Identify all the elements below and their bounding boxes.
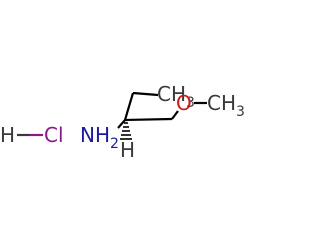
bond-stereocenter-to-ch2o bbox=[124, 117, 173, 122]
hcl-cl-atom: Cl bbox=[44, 123, 64, 147]
bond-ch2-to-stereocenter bbox=[123, 92, 135, 121]
stereo-h-atom: H bbox=[120, 138, 135, 162]
methoxy-methyl-label: CH3 bbox=[207, 91, 245, 120]
amine-nh-text: NH bbox=[80, 123, 110, 147]
hcl-h-atom: H bbox=[0, 123, 15, 147]
amine-group: NH2 bbox=[80, 123, 119, 152]
ether-oxygen-atom: O bbox=[176, 91, 192, 115]
ethyl-methyl-text: CH bbox=[157, 82, 186, 106]
chemical-structure: H Cl NH2 H CH3 O bbox=[0, 82, 245, 162]
methoxy-methyl-subscript: 3 bbox=[236, 104, 245, 120]
ethyl-methyl-subscript: 3 bbox=[186, 95, 195, 111]
amine-subscript: 2 bbox=[110, 136, 119, 152]
amine-label: NH2 bbox=[80, 123, 119, 152]
bond-stereocenter-to-n bbox=[117, 119, 126, 129]
hashed-wedge-bond bbox=[120, 122, 132, 140]
hcl-fragment: H Cl bbox=[0, 123, 64, 147]
ethyl-methyl-label: CH3 bbox=[157, 82, 195, 111]
carbon-skeleton bbox=[117, 91, 207, 129]
bond-ch3-to-ch2 bbox=[132, 91, 159, 97]
bond-ch2-to-oxygen bbox=[171, 110, 179, 120]
methoxy-methyl-text: CH bbox=[207, 91, 236, 115]
